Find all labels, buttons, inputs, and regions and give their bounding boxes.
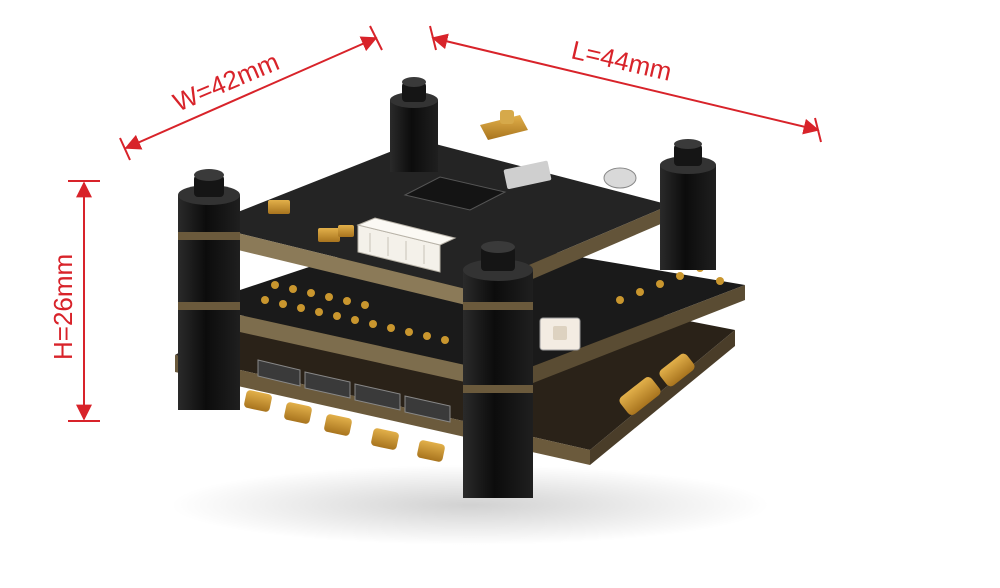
capacitor [318, 228, 340, 242]
main-chip [403, 176, 507, 211]
ground-shadow [170, 465, 770, 545]
capacitor [338, 225, 354, 237]
standoff-front-right [463, 241, 533, 498]
standoff-back-right [660, 139, 716, 270]
width-label: W=42mm [169, 46, 284, 117]
standoff-front-left [178, 169, 240, 410]
buzzer [603, 167, 637, 189]
height-dimension: H=26mm [48, 180, 100, 422]
height-label: H=26mm [48, 254, 78, 360]
length-label: L=44mm [569, 35, 675, 87]
capacitor [268, 200, 290, 214]
antenna-connector [480, 110, 528, 140]
solder-pads [261, 264, 724, 344]
crystal-oscillator [503, 160, 552, 189]
jst-connector [356, 217, 457, 273]
standoff-back-left [390, 77, 438, 172]
width-dimension: W=42mm [119, 25, 383, 161]
esc-mosfets [257, 359, 451, 423]
